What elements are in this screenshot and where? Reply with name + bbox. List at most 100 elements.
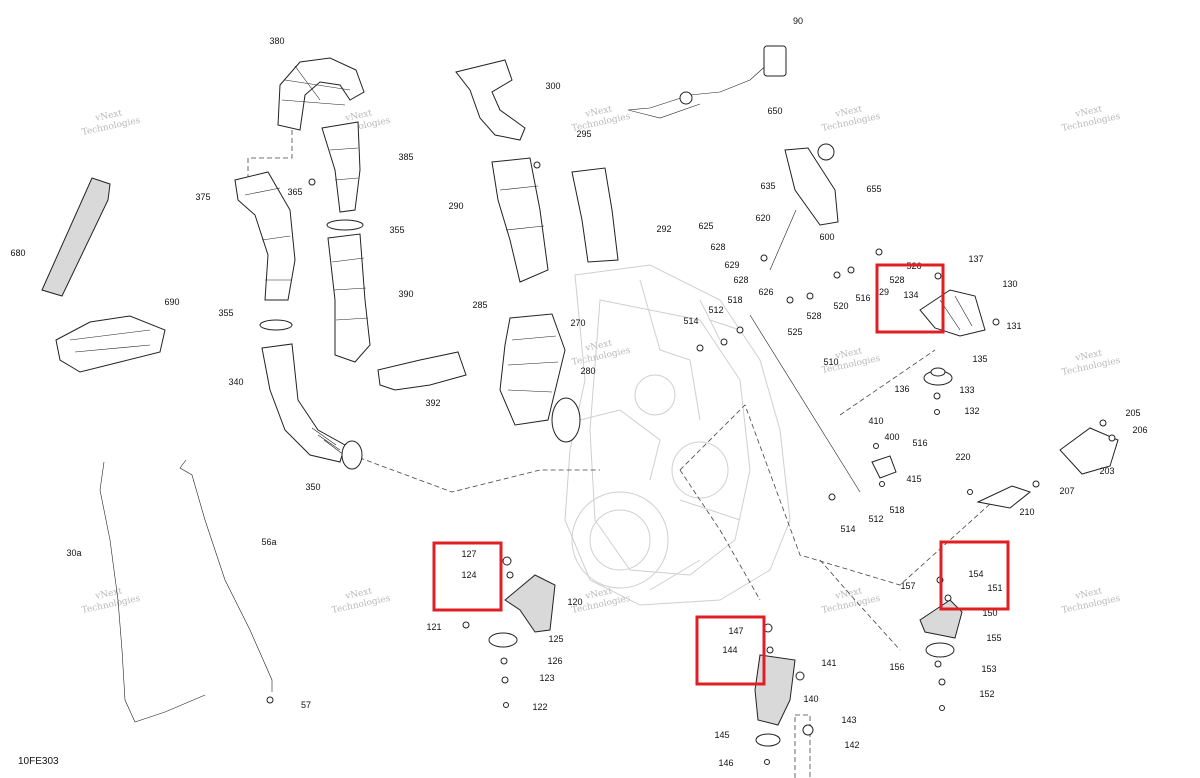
callout-label-153: 153: [981, 664, 996, 674]
highlight-box-150: [939, 540, 1010, 611]
callout-label-385: 385: [398, 152, 413, 162]
hose-56a: [179, 459, 273, 692]
callout-label-122: 122: [532, 702, 547, 712]
diagram-code: 10FE303: [18, 756, 59, 767]
highlight-box-147: [695, 615, 766, 686]
callout-label-141: 141: [821, 658, 836, 668]
callout-label-512: 512: [868, 514, 883, 524]
callout-label-625: 625: [698, 221, 713, 231]
callout-label-157: 157: [900, 581, 915, 591]
callout-label-355: 355: [218, 308, 233, 318]
callout-label-127: 127: [461, 549, 476, 559]
callout-label-30a: 30a: [66, 548, 81, 558]
callout-label-152: 152: [979, 689, 994, 699]
callout-label-600: 600: [819, 232, 834, 242]
callout-label-126: 126: [547, 656, 562, 666]
callout-label-355: 355: [389, 225, 404, 235]
callout-label-655: 655: [866, 184, 881, 194]
callout-label-57: 57: [301, 700, 311, 710]
cover-690: [55, 315, 166, 373]
callout-label-270: 270: [570, 318, 585, 328]
duct-385: [321, 121, 361, 213]
callout-label-151: 151: [987, 583, 1002, 593]
callout-label-680: 680: [10, 248, 25, 258]
duct-390: [327, 233, 371, 363]
duct-340: [261, 343, 346, 463]
callout-label-375: 375: [195, 192, 210, 202]
callout-label-120: 120: [567, 597, 582, 607]
callout-label-210: 210: [1019, 507, 1034, 517]
module-203: [1059, 427, 1119, 475]
callout-label-292: 292: [656, 224, 671, 234]
callout-label-144: 144: [722, 645, 737, 655]
callout-label-520: 520: [833, 301, 848, 311]
duct-292: [571, 167, 619, 263]
callout-label-125: 125: [548, 634, 563, 644]
mount-140: [754, 654, 796, 747]
callout-label-628: 628: [710, 242, 725, 252]
assembly-dashed-lines: [247, 130, 1001, 778]
callout-label-415: 415: [906, 474, 921, 484]
callout-label-365: 365: [287, 187, 302, 197]
callout-label-143: 143: [841, 715, 856, 725]
callout-label-690: 690: [164, 297, 179, 307]
callout-label-207: 207: [1059, 486, 1074, 496]
fasteners: [266, 161, 1116, 765]
callout-label-300: 300: [545, 81, 560, 91]
callout-label-205: 205: [1125, 408, 1140, 418]
callout-label-350: 350: [305, 482, 320, 492]
callout-label-150: 150: [982, 608, 997, 618]
callout-label-410: 410: [868, 416, 883, 426]
mount-120: [488, 574, 556, 648]
callout-label-629: 629: [724, 260, 739, 270]
callout-label-620: 620: [755, 213, 770, 223]
callout-label-132: 132: [964, 406, 979, 416]
callout-label-290: 290: [448, 201, 463, 211]
callout-label-528: 528: [806, 311, 821, 321]
callout-label-516: 516: [912, 438, 927, 448]
callout-label-206: 206: [1132, 425, 1147, 435]
bracket-210: [976, 485, 1032, 509]
callout-label-56a: 56a: [261, 537, 276, 547]
rod-620: [769, 209, 797, 271]
engine-block-ghost: [564, 264, 791, 606]
callout-label-380: 380: [269, 36, 284, 46]
callout-label-146: 146: [718, 758, 733, 768]
callout-label-280: 280: [580, 366, 595, 376]
intake-300: [455, 59, 526, 141]
callout-label-123: 123: [539, 673, 554, 683]
callout-label-130: 130: [1002, 279, 1017, 289]
callout-label-512: 512: [708, 305, 723, 315]
callout-label-137: 137: [968, 254, 983, 264]
callout-label-220: 220: [955, 452, 970, 462]
panel-680: [41, 177, 111, 297]
callout-label-510: 510: [823, 357, 838, 367]
plate-650: [784, 143, 839, 226]
callout-label-147: 147: [728, 626, 743, 636]
callout-label-131: 131: [1006, 321, 1021, 331]
callout-label-121: 121: [426, 622, 441, 632]
callout-label-142: 142: [844, 740, 859, 750]
clamp-355-left: [259, 319, 293, 331]
callout-label-626: 626: [758, 287, 773, 297]
callout-label-154: 154: [968, 569, 983, 579]
callout-label-156: 156: [889, 662, 904, 672]
callout-label-29: 29: [879, 287, 889, 297]
duct-380: [277, 57, 365, 131]
callout-label-635: 635: [760, 181, 775, 191]
callout-label-400: 400: [884, 432, 899, 442]
callout-label-514: 514: [683, 316, 698, 326]
callout-label-392: 392: [425, 398, 440, 408]
callout-label-650: 650: [767, 106, 782, 116]
callout-label-133: 133: [959, 385, 974, 395]
